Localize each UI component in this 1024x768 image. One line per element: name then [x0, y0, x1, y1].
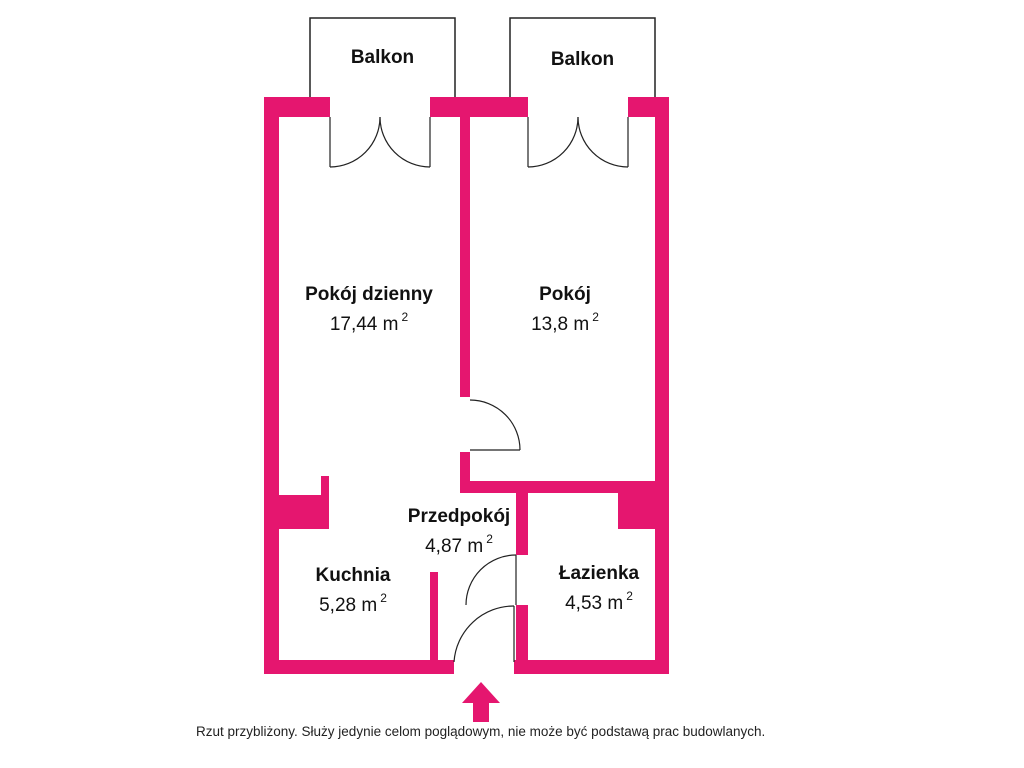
entrance-door	[453, 605, 515, 663]
disclaimer-text: Rzut przybliżony. Służy jedynie celom po…	[196, 724, 766, 739]
living-room-area-unit: 2	[401, 310, 409, 324]
kitchen-area-unit: 2	[380, 591, 387, 605]
balcony-right	[509, 17, 656, 97]
balcony-left	[309, 17, 456, 97]
bathroom-name: Łazienka	[558, 563, 640, 584]
room-name: Pokój	[539, 284, 591, 305]
kitchen-name: Kuchnia	[315, 565, 391, 586]
living-room-name: Pokój dzienny	[305, 284, 433, 305]
hallway-name: Przedpokój	[407, 506, 511, 527]
balcony-left-label: Balkon	[350, 47, 415, 68]
doors	[329, 116, 629, 663]
balcony-door-left	[329, 116, 431, 168]
walls	[264, 97, 669, 674]
balcony-right-label: Balkon	[550, 49, 615, 70]
room-door	[469, 399, 521, 451]
hallway-area-unit: 2	[486, 532, 493, 546]
bathroom-area-unit: 2	[626, 589, 633, 603]
balcony-door-right	[527, 116, 629, 168]
entrance-arrow-icon	[462, 682, 500, 722]
room-area-unit: 2	[592, 310, 599, 324]
bathroom-door	[465, 554, 517, 606]
